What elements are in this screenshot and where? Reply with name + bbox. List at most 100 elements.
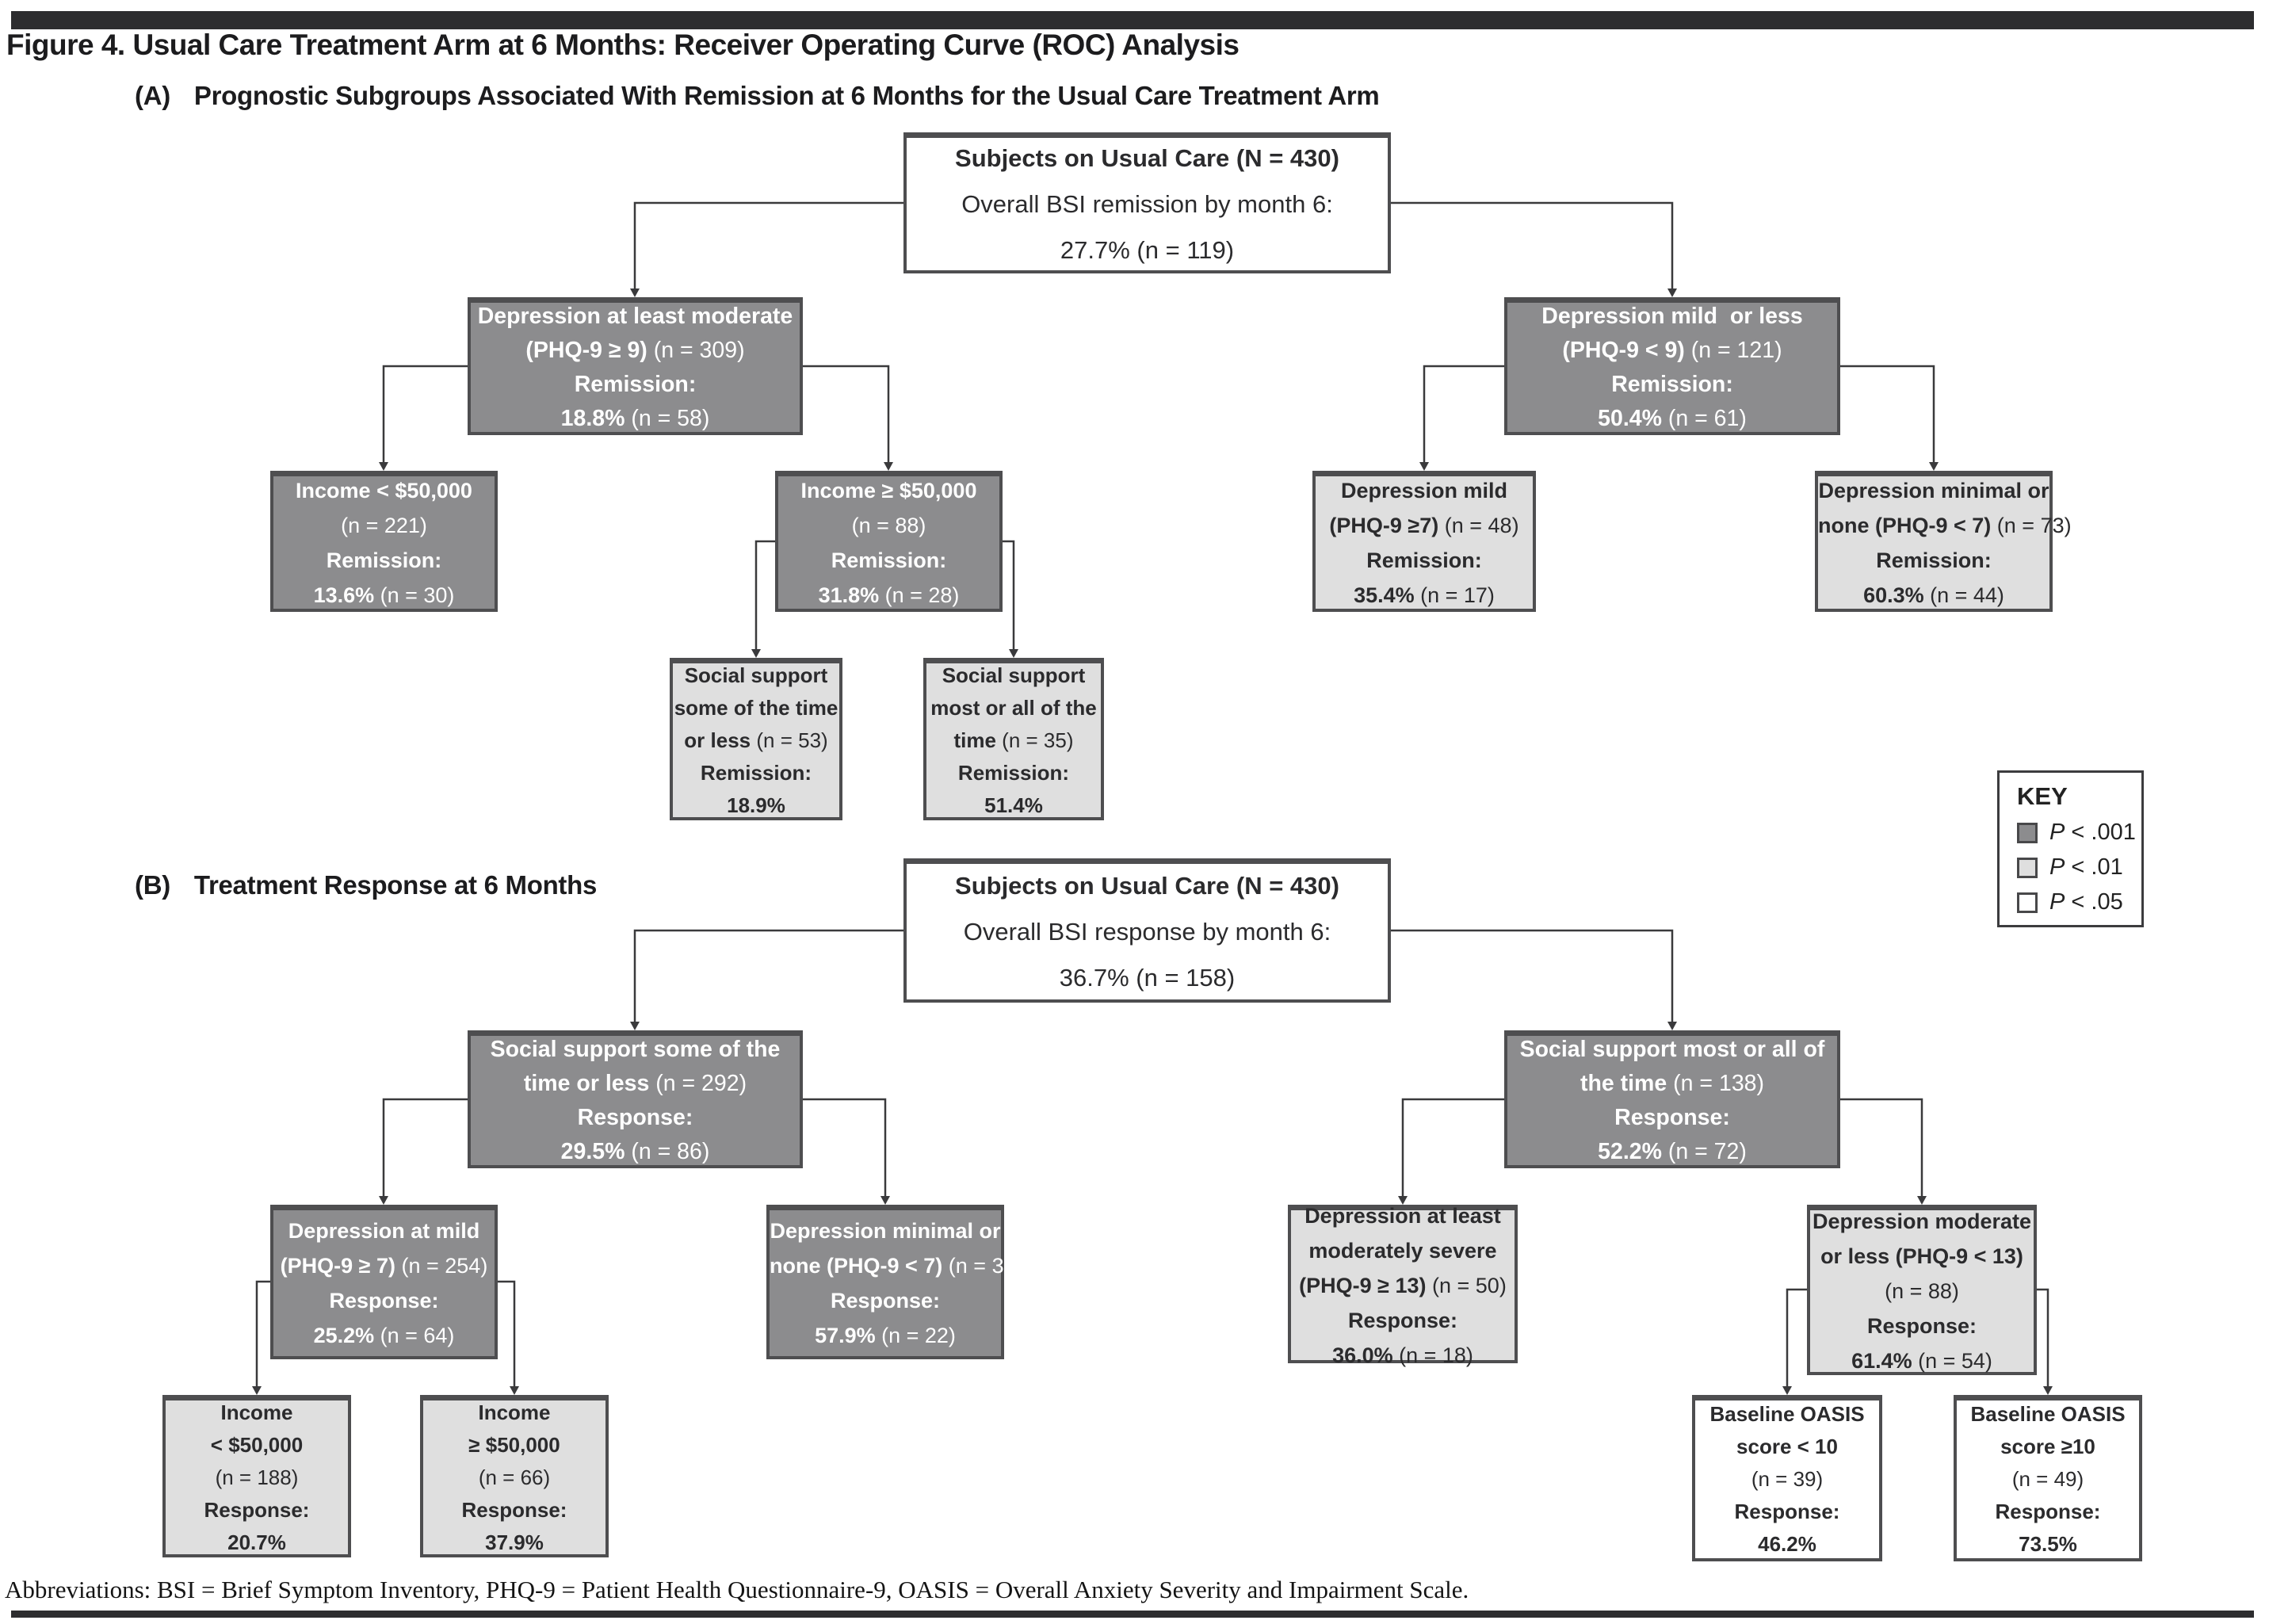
node-text-line: Response: bbox=[1995, 1500, 2101, 1523]
node-text-line: (PHQ-9 < 9) (n = 121) bbox=[1562, 337, 1782, 363]
node-text-line: (PHQ-9 ≥ 9) (n = 309) bbox=[525, 337, 745, 363]
node-text-line: 50.4% (n = 61) bbox=[1598, 405, 1747, 431]
tree-node-a-depression-at-least-moderate: Depression at least moderate (PHQ-9 ≥ 9) … bbox=[468, 297, 803, 435]
tree-node-a-depression-mild-or-less: Depression mild or less(PHQ-9 < 9) (n = … bbox=[1504, 297, 1840, 435]
connector-arrowhead-icon bbox=[751, 649, 761, 658]
node-text-line: Income < $50,000 bbox=[296, 478, 472, 502]
node-text-line: (PHQ-9 ≥ 13) (n = 50) bbox=[1299, 1273, 1507, 1297]
panel-b-title: Treatment Response at 6 Months bbox=[193, 870, 598, 900]
connector-arrowhead-icon bbox=[884, 462, 893, 471]
connector-arrowhead-icon bbox=[252, 1386, 262, 1395]
node-text-line: Remission: bbox=[1611, 371, 1733, 397]
node-text-line: 13.6% (n = 30) bbox=[313, 583, 455, 607]
connector-arrowhead-icon bbox=[1667, 1022, 1677, 1030]
node-text-line: 36.0% (n = 18) bbox=[1332, 1343, 1473, 1367]
node-text-line: < $50,000 bbox=[210, 1432, 304, 1457]
node-text-line: 35.4% (n = 17) bbox=[1354, 583, 1495, 607]
tree-node-b-depression-at-mild: Depression at mild(PHQ-9 ≥ 7) (n = 254)R… bbox=[270, 1205, 498, 1359]
connector-arrowhead-icon bbox=[630, 288, 640, 297]
tree-node-b-social-support-some: Social support some of the time or less (… bbox=[468, 1030, 803, 1168]
connector-arrowhead-icon bbox=[1009, 649, 1018, 658]
abbreviations-footnote: Abbreviations: BSI = Brief Symptom Inven… bbox=[5, 1576, 1469, 1603]
connector-line bbox=[1840, 365, 1935, 464]
panel-a-title: Prognostic Subgroups Associated With Rem… bbox=[193, 81, 1380, 110]
node-text-line: Response: bbox=[329, 1289, 439, 1313]
node-text-line: 46.2% bbox=[1758, 1532, 1816, 1556]
node-text-line: Social support some of the bbox=[490, 1036, 781, 1062]
node-text-line: Remission: bbox=[326, 548, 442, 572]
connector-arrowhead-icon bbox=[1419, 462, 1429, 471]
key-box: KEY P < .001 P < .01 P < .05 bbox=[1997, 770, 2144, 927]
connector-line bbox=[1391, 201, 1674, 290]
tree-node-a-depression-mild: Depression mild(PHQ-9 ≥7) (n = 48)Remiss… bbox=[1312, 471, 1536, 612]
node-text-line: score < 10 bbox=[1736, 1435, 1838, 1458]
node-text-line: Response: bbox=[1347, 1308, 1458, 1332]
tree-node-b-income-high: Income≥ $50,000(n = 66)Response:37.9% bbox=[420, 1395, 609, 1557]
node-text-line: time or less (n = 292) bbox=[523, 1070, 747, 1096]
connector-arrowhead-icon bbox=[379, 1196, 388, 1205]
tree-node-b-social-support-most: Social support most or all of the time (n… bbox=[1504, 1030, 1840, 1168]
node-text-line: the time (n = 138) bbox=[1580, 1070, 1765, 1096]
node-text-line: 52.2% (n = 72) bbox=[1598, 1138, 1747, 1164]
key-title: KEY bbox=[2017, 782, 2068, 810]
connector-arrowhead-icon bbox=[510, 1386, 519, 1395]
key-swatch-p01-icon bbox=[2017, 857, 2038, 878]
node-text-line: Response: bbox=[1866, 1314, 1977, 1338]
node-text-line: 18.9% bbox=[727, 793, 785, 817]
node-text-line: Depression minimal or bbox=[1818, 478, 2049, 502]
node-text-line: Depression at least moderate bbox=[477, 303, 793, 329]
node-text-line: score ≥10 bbox=[2000, 1435, 2095, 1458]
connector-line bbox=[803, 365, 890, 464]
key-swatch-p001-icon bbox=[2017, 822, 2038, 843]
connector-arrowhead-icon bbox=[630, 1022, 640, 1030]
top-rule bbox=[11, 11, 2254, 29]
bottom-rule bbox=[11, 1611, 2254, 1618]
node-text-line: Income bbox=[478, 1400, 551, 1424]
node-text-line: time (n = 35) bbox=[953, 728, 1074, 752]
node-text-line: Overall BSI response by month 6: bbox=[963, 917, 1331, 946]
node-text-line: 73.5% bbox=[2019, 1532, 2077, 1556]
connector-line bbox=[754, 540, 775, 651]
node-text-line: Response: bbox=[204, 1497, 310, 1522]
panel-b-header: (B)Treatment Response at 6 Months bbox=[135, 870, 597, 900]
key-label: P < .001 bbox=[2049, 820, 2136, 845]
node-text-line: Remission: bbox=[700, 760, 812, 785]
node-text-line: 29.5% (n = 86) bbox=[560, 1138, 710, 1164]
key-row: P < .05 bbox=[2017, 889, 2141, 915]
node-text-line: Income bbox=[220, 1400, 293, 1424]
connector-line bbox=[1840, 1098, 1923, 1198]
node-text-line: 51.4% bbox=[984, 793, 1043, 817]
node-text-line: ≥ $50,000 bbox=[468, 1432, 560, 1457]
node-text-line: 37.9% bbox=[485, 1530, 544, 1554]
node-text-line: Overall BSI remission by month 6: bbox=[961, 189, 1333, 218]
node-text-line: (n = 66) bbox=[478, 1465, 551, 1489]
tree-node-a-income-low: Income < $50,000(n = 221)Remission:13.6%… bbox=[270, 471, 498, 612]
node-text-line: Income ≥ $50,000 bbox=[800, 478, 977, 502]
node-text-line: Response: bbox=[577, 1104, 693, 1130]
node-text-line: Remission: bbox=[1366, 548, 1482, 572]
node-text-line: Subjects on Usual Care (N = 430) bbox=[955, 871, 1339, 900]
key-label: P < .05 bbox=[2049, 889, 2123, 915]
node-text-line: Remission: bbox=[957, 760, 1070, 785]
connector-line bbox=[1401, 1098, 1504, 1198]
key-row: P < .01 bbox=[2017, 854, 2141, 881]
node-text-line: (n = 39) bbox=[1751, 1467, 1824, 1491]
node-text-line: or less (n = 53) bbox=[684, 728, 828, 752]
connector-line bbox=[803, 1098, 887, 1198]
connector-line bbox=[633, 201, 903, 290]
node-text-line: Depression minimal or bbox=[770, 1219, 1001, 1243]
node-text-line: or less (PHQ-9 < 13) bbox=[1820, 1244, 2023, 1268]
node-text-line: Social support bbox=[684, 663, 828, 687]
node-text-line: Social support most or all of bbox=[1519, 1036, 1825, 1062]
connector-arrowhead-icon bbox=[1917, 1196, 1927, 1205]
connector-line bbox=[2037, 1288, 2049, 1388]
